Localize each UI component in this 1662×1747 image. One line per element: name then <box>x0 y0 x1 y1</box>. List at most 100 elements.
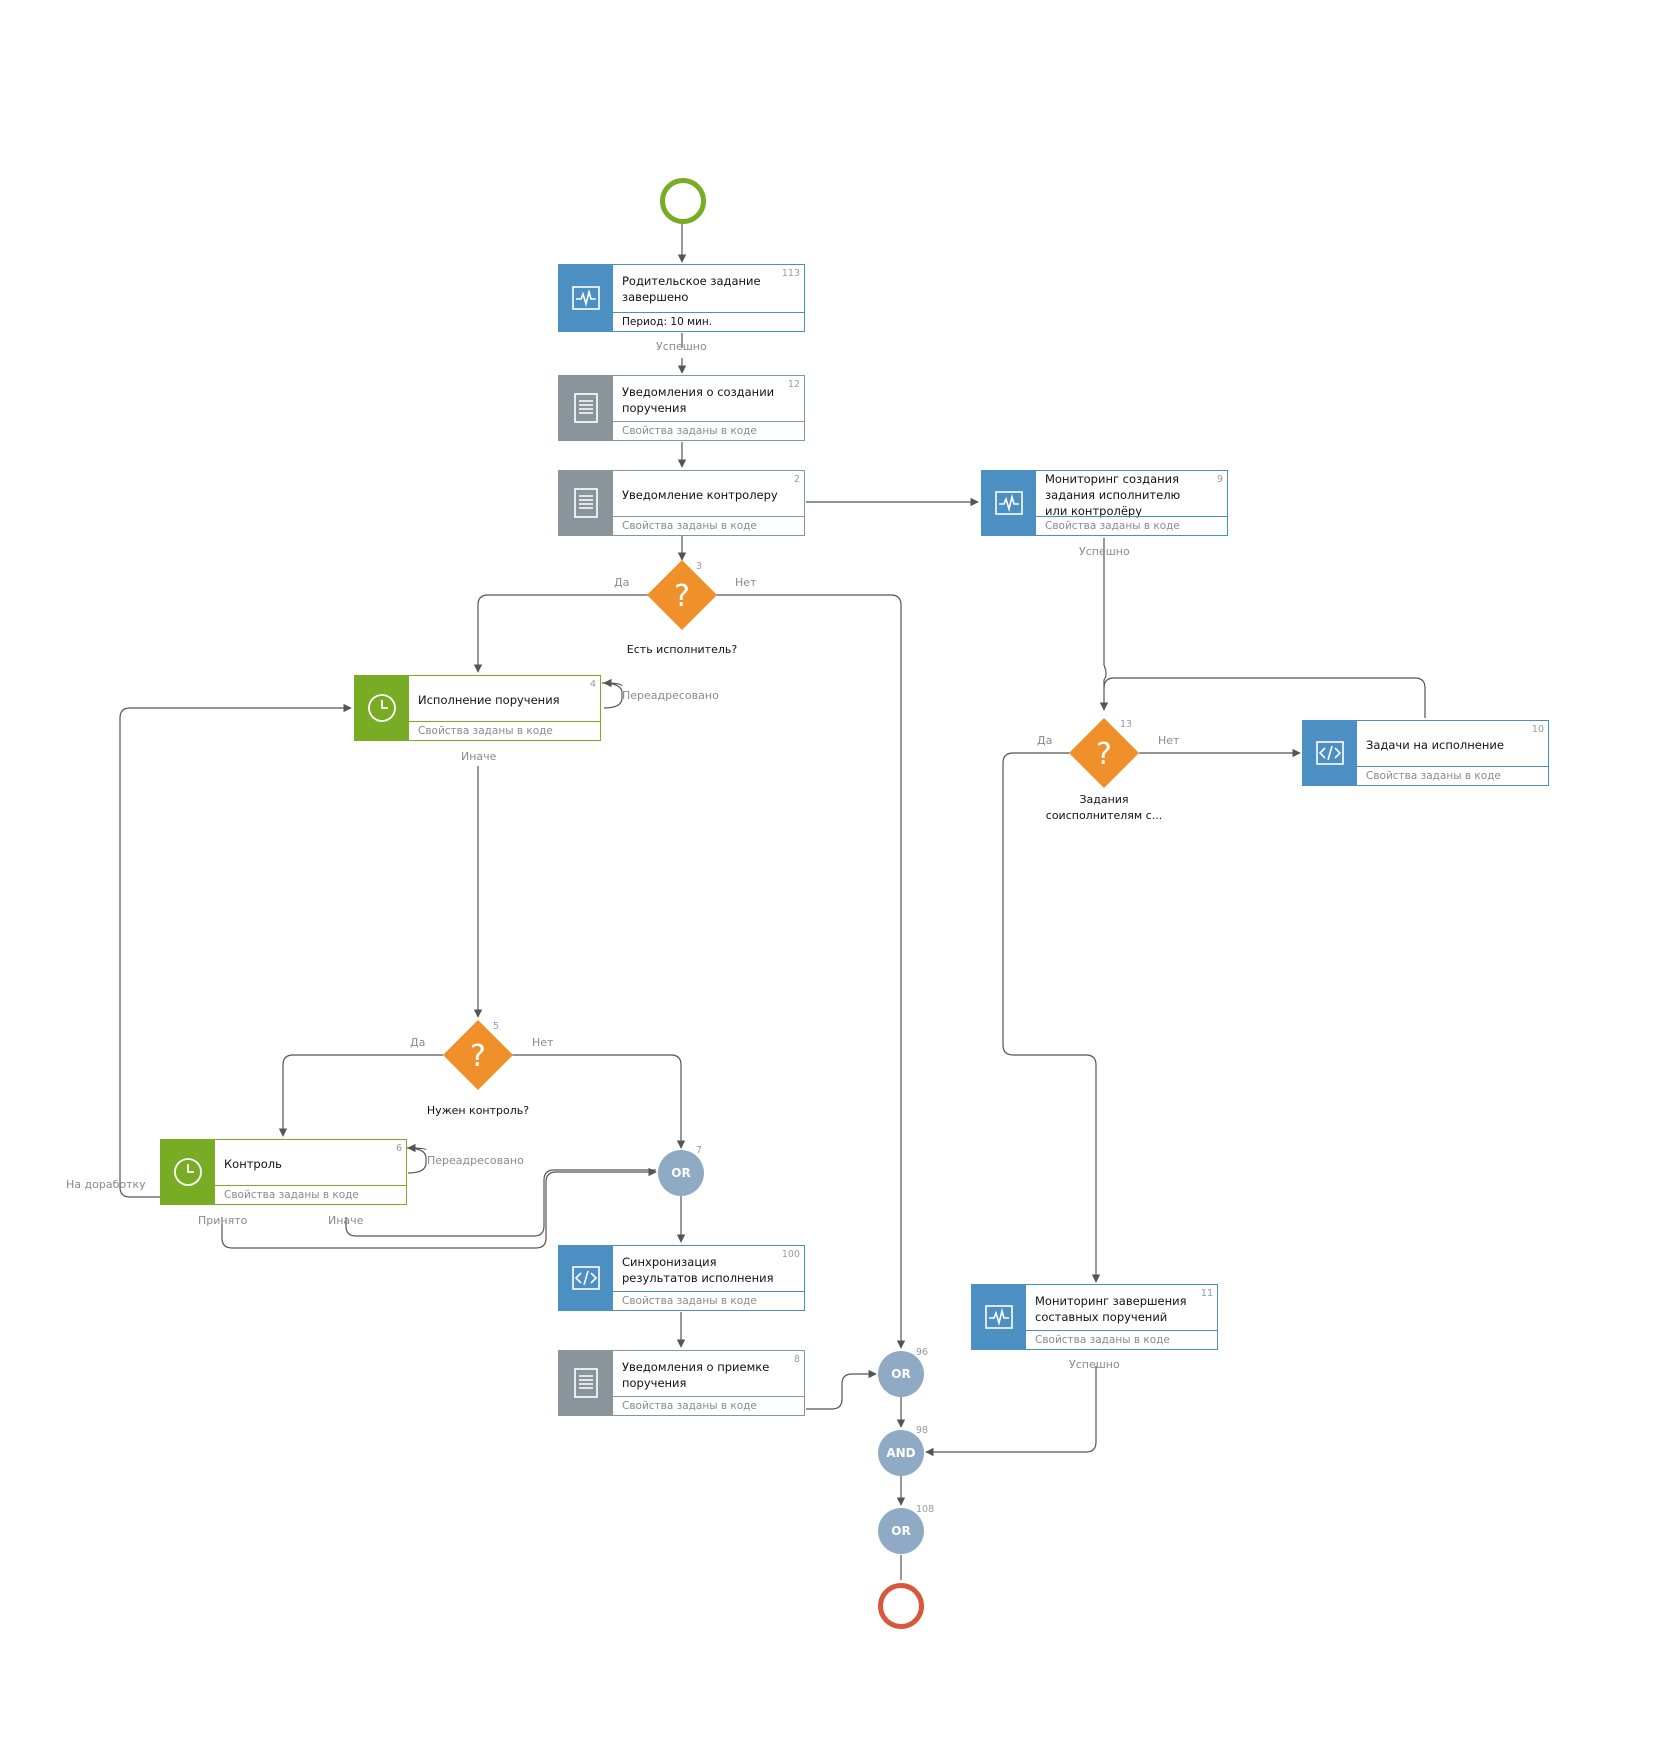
block-number: 6 <box>395 1143 402 1154</box>
edge-d3-no <box>716 594 906 1349</box>
edge-d5-yes <box>278 1054 443 1137</box>
edge-d3-yes <box>473 594 648 673</box>
decision-number: 5 <box>493 1021 500 1032</box>
decision-no-label: Нет <box>735 576 757 589</box>
gate-or-108[interactable]: OR <box>878 1508 924 1554</box>
block-properties: Свойства заданы в коде <box>1357 766 1548 785</box>
gate-or-7[interactable]: OR <box>658 1150 704 1196</box>
block-number: 12 <box>787 379 800 390</box>
edge-label-else: Иначе <box>328 1214 364 1227</box>
document-icon <box>559 1351 613 1415</box>
block-number: 2 <box>793 474 800 485</box>
block-title: Исполнение поручения <box>418 692 560 707</box>
gate-or-96[interactable]: OR <box>878 1351 924 1397</box>
edge-8-g96 <box>806 1369 877 1410</box>
decision-13[interactable]: ? <box>1069 718 1139 788</box>
gate-and-98[interactable]: AND <box>878 1430 924 1476</box>
block-number: 113 <box>781 268 800 279</box>
block-113[interactable]: Родительское задание завершено 113 Перио… <box>558 264 805 332</box>
block-6[interactable]: Контроль 6 Свойства заданы в коде <box>160 1139 407 1205</box>
edge-d5-no <box>512 1054 686 1149</box>
block-title: Уведомления о приемке поручения <box>622 1359 770 1390</box>
decision-number: 13 <box>1120 719 1133 730</box>
edge-10-loop <box>1103 677 1426 718</box>
decision-number: 3 <box>696 561 703 572</box>
edge-label-redirect: Переадресовано <box>427 1154 524 1167</box>
block-title: Контроль <box>224 1156 282 1171</box>
edge-9-d13 <box>1099 538 1109 711</box>
block-title: Уведомления о создании поручения <box>622 384 775 415</box>
edge-11-g98 <box>925 1366 1097 1457</box>
end-event[interactable] <box>878 1583 924 1629</box>
block-2[interactable]: Уведомление контролеру 2 Свойства заданы… <box>558 470 805 536</box>
edge-6-rework <box>119 703 352 1198</box>
pulse-icon <box>982 471 1036 535</box>
gate-number: 98 <box>916 1425 929 1436</box>
block-properties: Свойства заданы в коде <box>613 516 804 535</box>
pulse-icon <box>972 1285 1026 1349</box>
block-properties: Свойства заданы в коде <box>613 1291 804 1310</box>
clock-icon <box>161 1140 215 1204</box>
block-title: Мониторинг завершения составных поручени… <box>1035 1293 1187 1324</box>
block-8[interactable]: Уведомления о приемке поручения 8 Свойст… <box>558 1350 805 1416</box>
start-event[interactable] <box>660 178 706 224</box>
block-9[interactable]: Мониторинг создания задания исполнителю … <box>981 470 1228 536</box>
edge-label-rework: На доработку <box>66 1178 146 1191</box>
gate-number: 96 <box>916 1347 929 1358</box>
block-properties: Свойства заданы в коде <box>1036 516 1227 535</box>
block-title: Синхронизация результатов исполнения <box>622 1254 774 1285</box>
block-number: 4 <box>589 679 596 690</box>
decision-label: Задания соисполнителям с... <box>1045 793 1163 822</box>
block-properties: Свойства заданы в коде <box>613 421 804 440</box>
block-11[interactable]: Мониторинг завершения составных поручени… <box>971 1284 1218 1350</box>
block-properties: Свойства заданы в коде <box>409 721 600 740</box>
edge-6-accepted <box>221 1167 657 1249</box>
gate-number: 108 <box>916 1504 935 1515</box>
gate-number: 7 <box>696 1145 703 1156</box>
edge-6-else <box>345 1169 656 1237</box>
edge-label-else: Иначе <box>461 750 497 763</box>
block-number: 10 <box>1531 724 1544 735</box>
block-4[interactable]: Исполнение поручения 4 Свойства заданы в… <box>354 675 601 741</box>
edge-d13-yes <box>1002 752 1101 1283</box>
decision-label: Есть исполнитель? <box>626 643 738 656</box>
edge-6-redirect <box>405 1147 427 1174</box>
edge-6-redirect-arrow <box>407 1143 427 1153</box>
code-icon <box>559 1246 613 1310</box>
block-100[interactable]: Синхронизация результатов исполнения 100… <box>558 1245 805 1311</box>
edge-label-success: Успешно <box>1079 545 1130 558</box>
decision-yes-label: Да <box>614 576 630 589</box>
document-icon <box>559 471 613 535</box>
block-10[interactable]: Задачи на исполнение 10 Свойства заданы … <box>1302 720 1549 786</box>
code-icon <box>1303 721 1357 785</box>
decision-no-label: Нет <box>1158 734 1180 747</box>
question-icon: ? <box>1096 737 1112 772</box>
edge-4-redirect <box>601 682 623 709</box>
block-title: Уведомление контролеру <box>622 487 778 502</box>
edge-label-redirect: Переадресовано <box>622 689 719 702</box>
edge-label-accepted: Принято <box>198 1214 248 1227</box>
block-properties: Свойства заданы в коде <box>1026 1330 1217 1349</box>
block-properties: Свойства заданы в коде <box>215 1185 406 1204</box>
edge-label-success: Успешно <box>656 340 707 353</box>
pulse-icon <box>559 265 613 331</box>
decision-5[interactable]: ? <box>443 1020 513 1090</box>
block-number: 8 <box>793 1354 800 1365</box>
question-icon: ? <box>674 579 690 614</box>
block-number: 11 <box>1200 1288 1213 1299</box>
clock-icon <box>355 676 409 740</box>
edge-4-redirect-arrow <box>603 678 623 688</box>
decision-label: Нужен контроль? <box>426 1104 530 1117</box>
block-number: 100 <box>781 1249 800 1260</box>
block-title: Задачи на исполнение <box>1366 737 1504 752</box>
block-number: 9 <box>1216 474 1223 485</box>
block-12[interactable]: Уведомления о создании поручения 12 Свой… <box>558 375 805 441</box>
block-properties: Период: 10 мин. <box>613 312 804 331</box>
decision-yes-label: Да <box>1037 734 1053 747</box>
document-icon <box>559 376 613 440</box>
decision-3[interactable]: ? <box>647 560 717 630</box>
decision-yes-label: Да <box>410 1036 426 1049</box>
edge-label-success: Успешно <box>1069 1358 1120 1371</box>
block-title: Мониторинг создания задания исполнителю … <box>1045 471 1181 518</box>
